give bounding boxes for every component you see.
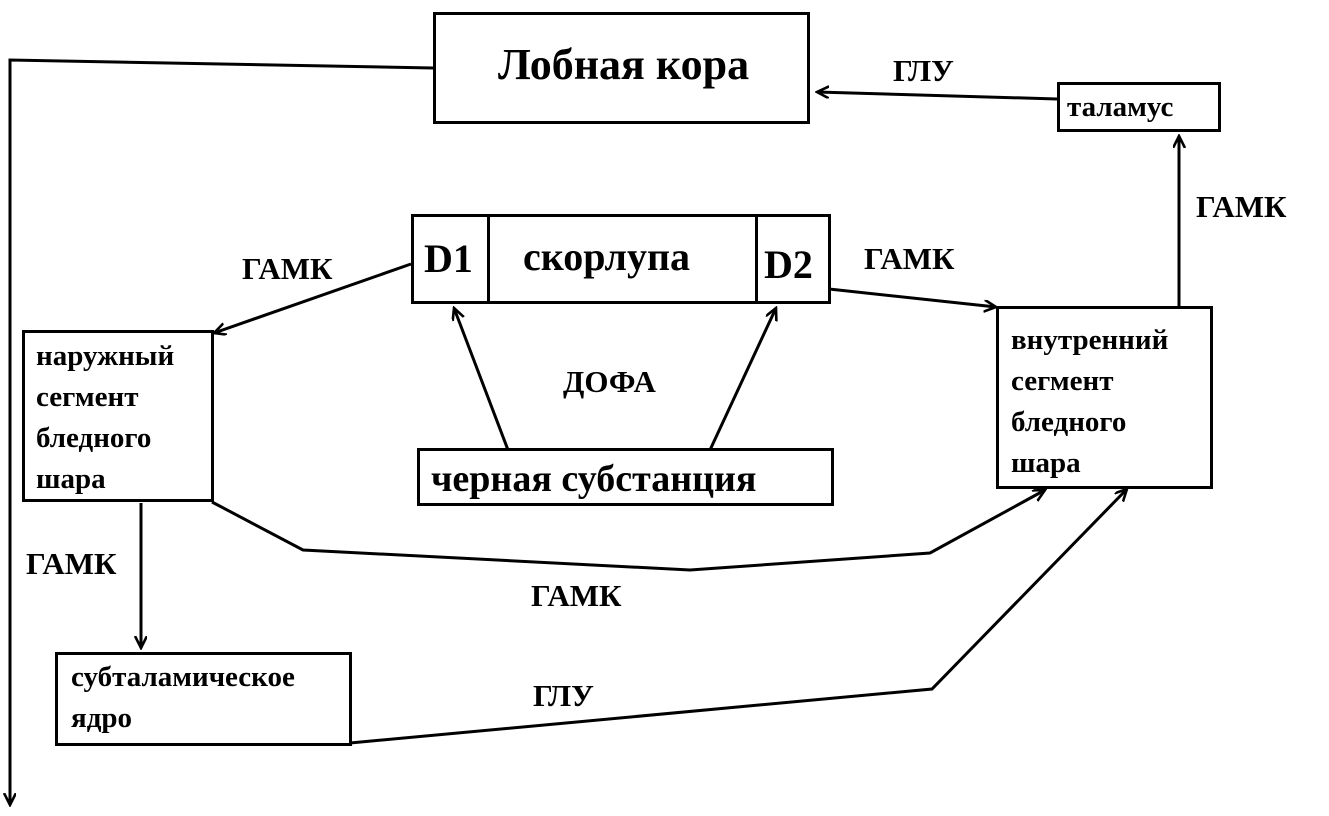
subthalamic-nucleus-label: субталамическое ядро [71,661,295,734]
nigra-to-d1-arrow [454,308,510,451]
external-globus-pallidus-box: наружный сегмент бледного шара [22,330,214,502]
subthalamic-nucleus-box: субталамическое ядро [55,652,352,746]
subthalamic-to-internal-gp-arrow [349,489,1127,745]
internal-to-thalamus-label: ГАМК [1196,189,1287,224]
external-gp-to-internal-gp-arrow [211,490,1045,572]
nigra-to-d2-arrow [708,308,776,451]
subthalamic-to-internal-label: ГЛУ [533,678,594,713]
d2-to-internal-label: ГАМК [864,241,955,276]
putamen-label: скорлупа [523,234,691,279]
d2-to-internal-gp-arrow [828,287,996,307]
d2-cell: D2 [755,217,828,301]
substantia-nigra-label: черная субстанция [431,458,757,500]
external-globus-pallidus-label: наружный сегмент бледного шара [36,340,175,495]
substantia-nigra-box: черная субстанция [417,448,834,506]
thalamus-box: таламус [1057,82,1221,132]
external-to-subthalamic-label: ГАМК [26,546,117,581]
internal-globus-pallidus-box: внутренний сегмент бледного шара [996,306,1213,489]
frontal-cortex-label: Лобная кора [498,40,750,89]
d1-to-external-label: ГАМК [242,251,333,286]
internal-globus-pallidus-label: внутренний сегмент бледного шара [1011,324,1169,479]
putamen-box: D1 скорлупа D2 [411,214,831,304]
thalamus-label: таламус [1067,91,1174,123]
thalamus-to-cortex-label: ГЛУ [893,53,954,88]
thalamus-to-cortex-arrow [817,92,1058,101]
d2-label: D2 [764,242,813,287]
cortex-output-arrow [10,58,434,805]
nigra-to-putamen-label: ДОФА [563,364,656,399]
d1-cell: D1 [414,217,490,301]
frontal-cortex-box: Лобная кора [433,12,810,124]
d1-label: D1 [424,236,473,281]
d1-to-external-gp-arrow [214,262,412,333]
external-to-internal-label: ГАМК [531,578,622,613]
